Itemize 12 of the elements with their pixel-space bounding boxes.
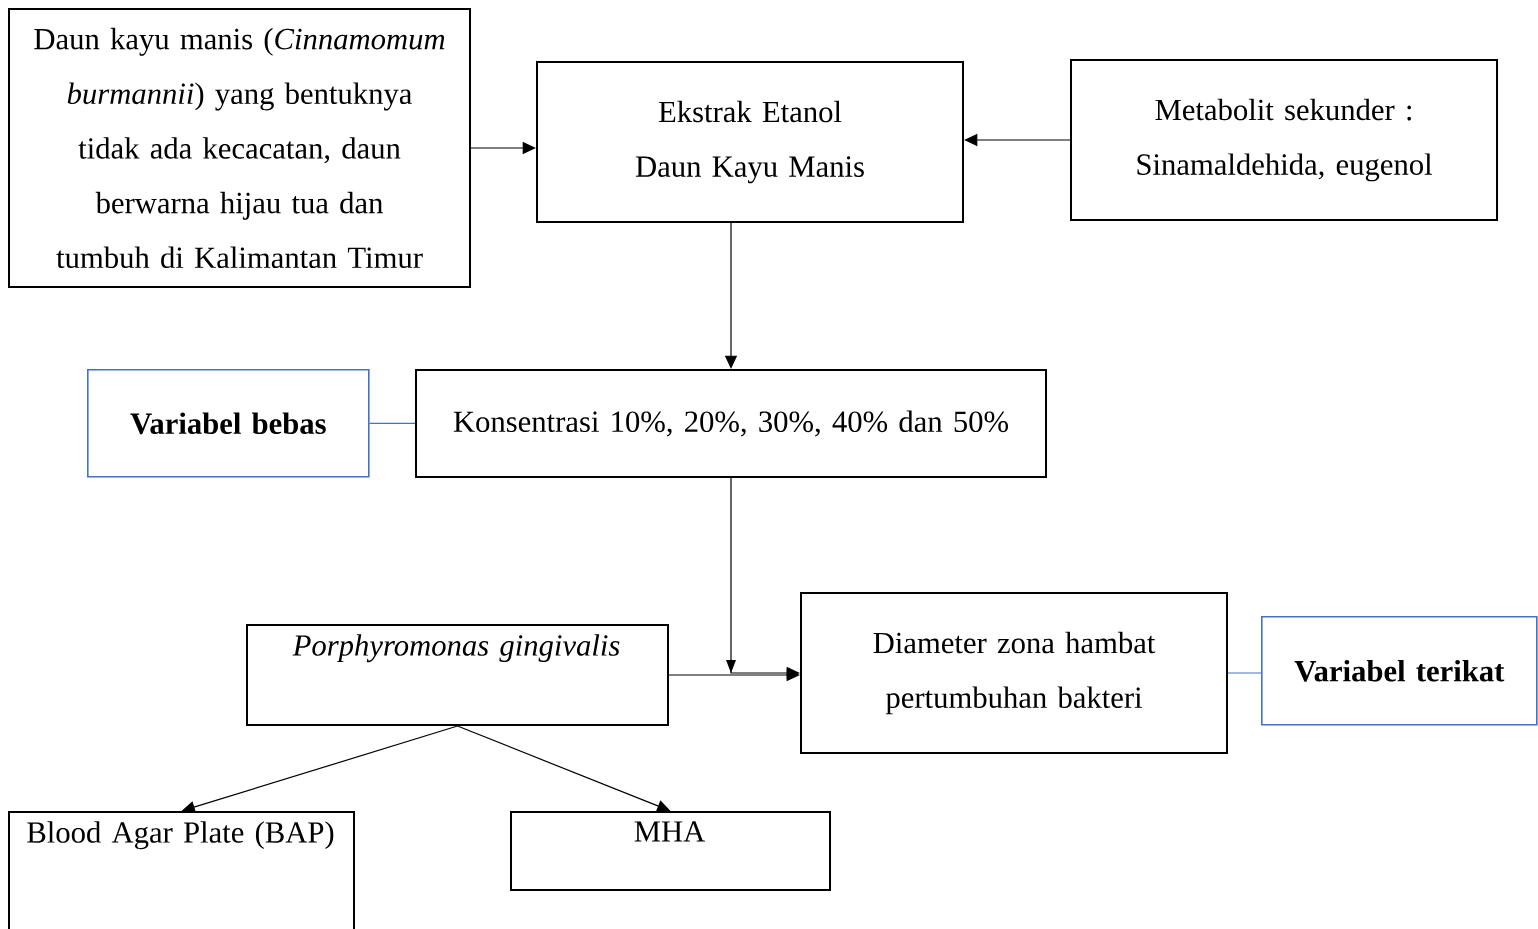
process-box: Diameter zona hambat pertumbuhan bakteri	[800, 592, 1228, 754]
process-box: Ekstrak Etanol Daun Kayu Manis	[536, 61, 964, 223]
process-box: Konsentrasi 10%, 20%, 30%, 40% dan 50%	[415, 369, 1047, 478]
process-box: Metabolit sekunder : Sinamaldehida, eugenol	[1070, 59, 1498, 221]
process-box: Blood Agar Plate (BAP)	[8, 811, 355, 929]
connector-line	[1227, 672, 1262, 674]
label-box: Variabel terikat	[1261, 616, 1538, 726]
process-box: MHA	[510, 811, 831, 891]
connector-line	[369, 422, 416, 424]
process-box: Daun kayu manis (Cinnamomum burmannii) yang bentuknya tidak ada kecacatan, daun berwarna hijau tua dan tumbuh di Kalimantan Timur	[8, 8, 471, 288]
label-box: Variabel bebas	[87, 369, 370, 478]
process-box: Porphyromonas gingivalis	[246, 624, 669, 726]
